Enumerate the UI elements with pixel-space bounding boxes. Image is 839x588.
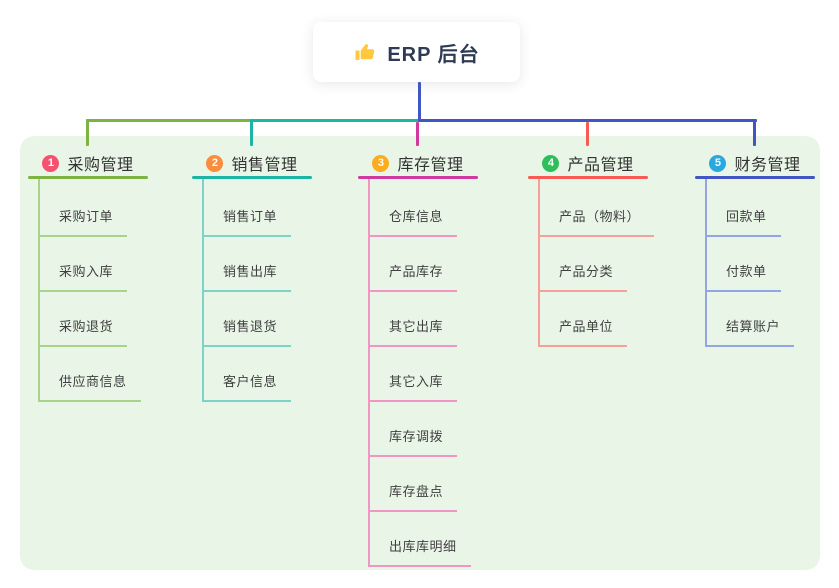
branch-label: 销售管理 bbox=[231, 157, 298, 174]
branch3-stub-line bbox=[416, 122, 419, 146]
child-node[interactable]: 采购订单 bbox=[40, 206, 128, 237]
child-node-row: 销售出库 bbox=[204, 237, 292, 292]
child-node[interactable]: 客户信息 bbox=[204, 371, 292, 402]
child-node[interactable]: 付款单 bbox=[707, 261, 781, 292]
child-node[interactable]: 销售出库 bbox=[204, 261, 292, 292]
child-node[interactable]: 采购入库 bbox=[40, 261, 128, 292]
child-node[interactable]: 供应商信息 bbox=[40, 371, 141, 402]
branch-underline bbox=[528, 176, 648, 179]
child-node[interactable]: 采购退货 bbox=[40, 316, 128, 347]
branch-number-badge: 2 bbox=[206, 154, 224, 172]
child-node-row: 采购退货 bbox=[40, 292, 141, 347]
child-node-row: 产品分类 bbox=[540, 237, 654, 292]
branch-label: 采购管理 bbox=[67, 157, 134, 174]
branch1-stub-line bbox=[86, 119, 89, 146]
branch-label: 库存管理 bbox=[397, 157, 464, 174]
root-node[interactable]: ERP 后台 bbox=[313, 22, 520, 82]
branch-children: 采购订单 采购入库 采购退货 供应商信息 bbox=[38, 179, 141, 402]
branch-number-badge: 1 bbox=[42, 154, 60, 172]
child-node-row: 产品单位 bbox=[540, 292, 654, 347]
branch-number-badge: 5 bbox=[709, 154, 727, 172]
child-node-row: 产品库存 bbox=[370, 237, 471, 292]
branch-node[interactable]: 4 产品管理 bbox=[528, 150, 648, 176]
branch-node[interactable]: 3 库存管理 bbox=[358, 150, 478, 176]
child-node-row: 付款单 bbox=[707, 237, 794, 292]
root-stem-line bbox=[418, 82, 421, 121]
branch-children: 仓库信息 产品库存 其它出库 其它入库 库存调拨 库存盘点 出库库明细 bbox=[368, 179, 471, 567]
branch4-stub-line bbox=[586, 122, 589, 146]
branch-node[interactable]: 5 财务管理 bbox=[695, 150, 815, 176]
connector-segment-green bbox=[86, 119, 254, 122]
child-node-row: 回款单 bbox=[707, 179, 794, 237]
child-node-row: 结算账户 bbox=[707, 292, 795, 347]
child-node-row: 库存调拨 bbox=[370, 402, 471, 457]
child-node-row: 客户信息 bbox=[204, 347, 292, 402]
child-node[interactable]: 产品分类 bbox=[540, 261, 628, 292]
branch-underline bbox=[192, 176, 312, 179]
child-node-row: 其它出库 bbox=[370, 292, 471, 347]
child-node[interactable]: 其它出库 bbox=[370, 316, 458, 347]
branch-label: 财务管理 bbox=[734, 157, 801, 174]
child-node[interactable]: 结算账户 bbox=[707, 316, 795, 347]
child-node[interactable]: 仓库信息 bbox=[370, 206, 458, 237]
branch2-stub-line bbox=[250, 119, 253, 146]
branch-column-2: 2 销售管理 销售订单 销售出库 销售退货 客户信息 bbox=[192, 150, 312, 402]
branch-number-badge: 4 bbox=[542, 154, 560, 172]
branch5-stub-line bbox=[753, 119, 756, 146]
child-node-row: 销售退货 bbox=[204, 292, 292, 347]
child-node[interactable]: 产品库存 bbox=[370, 261, 458, 292]
child-node[interactable]: 回款单 bbox=[707, 206, 781, 237]
root-title: ERP 后台 bbox=[387, 43, 480, 66]
branch-children: 回款单 付款单 结算账户 bbox=[705, 179, 795, 347]
child-node-row: 采购入库 bbox=[40, 237, 141, 292]
thumbs-up-icon bbox=[353, 40, 377, 64]
branch-node[interactable]: 1 采购管理 bbox=[28, 150, 148, 176]
child-node-row: 产品（物料） bbox=[540, 179, 655, 237]
child-node-row: 仓库信息 bbox=[370, 179, 471, 237]
branch-number-badge: 3 bbox=[372, 154, 390, 172]
branch-children: 产品（物料） 产品分类 产品单位 bbox=[538, 179, 655, 347]
branches-panel bbox=[20, 136, 820, 570]
branch-node[interactable]: 2 销售管理 bbox=[192, 150, 312, 176]
branch-underline bbox=[28, 176, 148, 179]
child-node-row: 出库库明细 bbox=[370, 512, 471, 567]
child-node[interactable]: 出库库明细 bbox=[370, 536, 471, 567]
child-node[interactable]: 产品（物料） bbox=[540, 206, 655, 237]
branch-label: 产品管理 bbox=[567, 157, 634, 174]
branch-column-4: 4 产品管理 产品（物料） 产品分类 产品单位 bbox=[528, 150, 655, 347]
child-node[interactable]: 销售订单 bbox=[204, 206, 292, 237]
child-node-row: 采购订单 bbox=[40, 179, 141, 237]
child-node[interactable]: 库存调拨 bbox=[370, 426, 458, 457]
child-node[interactable]: 库存盘点 bbox=[370, 481, 458, 512]
branch-children: 销售订单 销售出库 销售退货 客户信息 bbox=[202, 179, 292, 402]
child-node-row: 供应商信息 bbox=[40, 347, 141, 402]
connector-segment-teal bbox=[252, 119, 419, 122]
child-node[interactable]: 其它入库 bbox=[370, 371, 458, 402]
branch-column-5: 5 财务管理 回款单 付款单 结算账户 bbox=[695, 150, 815, 347]
child-node-row: 其它入库 bbox=[370, 347, 471, 402]
child-node[interactable]: 产品单位 bbox=[540, 316, 628, 347]
connector-segment-blue bbox=[418, 119, 757, 122]
branch-column-1: 1 采购管理 采购订单 采购入库 采购退货 供应商信息 bbox=[28, 150, 148, 402]
child-node-row: 销售订单 bbox=[204, 179, 292, 237]
child-node-row: 库存盘点 bbox=[370, 457, 471, 512]
branch-underline bbox=[695, 176, 815, 179]
branch-underline bbox=[358, 176, 478, 179]
child-node[interactable]: 销售退货 bbox=[204, 316, 292, 347]
branch-column-3: 3 库存管理 仓库信息 产品库存 其它出库 其它入库 库存调拨 库存盘点 出库库… bbox=[358, 150, 478, 567]
